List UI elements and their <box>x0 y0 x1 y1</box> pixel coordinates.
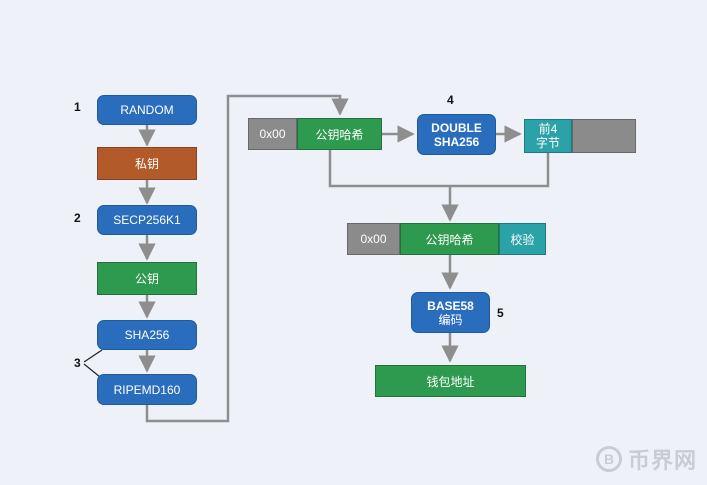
private-key-node: 私钥 <box>97 147 197 180</box>
first4-line1: 前4 <box>538 122 558 136</box>
top-prefix-cell: 0x00 <box>248 118 297 150</box>
step-number-4: 4 <box>447 93 454 107</box>
line-first4-down <box>450 153 550 188</box>
top-pubkey-hash-cell: 公钥哈希 <box>297 118 382 150</box>
watermark-text: 币界网 <box>628 448 698 473</box>
secp256k1-node: SECP256K1 <box>97 205 197 235</box>
step-number-1: 1 <box>74 100 81 114</box>
ripemd160-node: RIPEMD160 <box>97 374 197 405</box>
bracket-line-ripemd <box>83 363 101 378</box>
first4-line2: 字节 <box>535 136 560 150</box>
random-node: RANDOM <box>97 95 197 125</box>
step-number-3: 3 <box>74 356 81 370</box>
double-sha-line1: DOUBLE <box>431 120 482 135</box>
public-key-node: 公钥 <box>97 262 197 295</box>
double-sha-line2: SHA256 <box>433 134 480 149</box>
bracket-line-sha <box>83 349 103 363</box>
base58-line1: BASE58 <box>427 298 474 313</box>
watermark: B 币界网 <box>596 443 697 475</box>
step-number-2: 2 <box>74 211 81 225</box>
bitcoin-logo-icon: B <box>596 446 622 472</box>
arrow-ripemd-to-pubkey-hash <box>145 94 349 423</box>
middle-pubkey-hash-cell: 公钥哈希 <box>400 223 499 255</box>
base58-line2: 编码 <box>438 312 463 327</box>
line-hash-down <box>328 150 450 188</box>
step-number-5: 5 <box>497 306 504 320</box>
wallet-address-node: 钱包地址 <box>375 365 526 397</box>
checksum-cell: 校验 <box>499 223 546 255</box>
sha256-node: SHA256 <box>97 320 197 350</box>
remaining-bytes-cell <box>572 119 636 153</box>
middle-prefix-cell: 0x00 <box>347 223 400 255</box>
